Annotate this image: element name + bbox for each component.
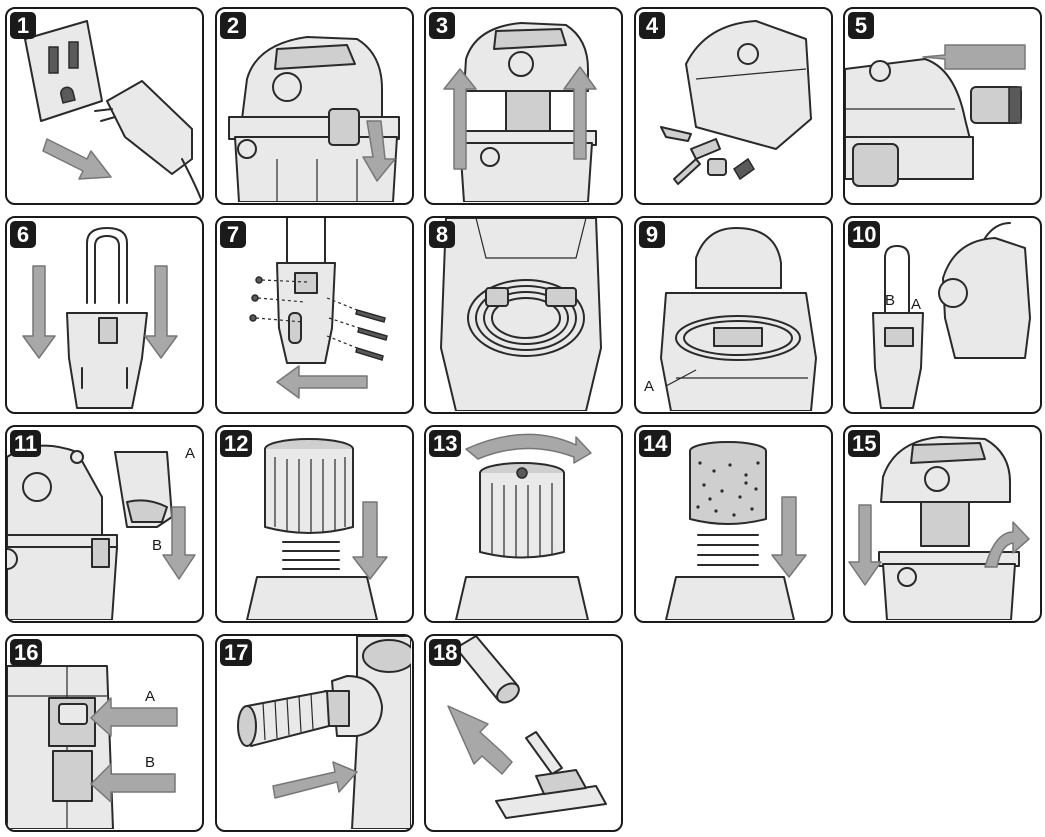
step-number: 15 [848,430,881,457]
step-number: 11 [10,430,42,457]
step-11-panel: 11 A B [5,425,204,623]
callout-a: A [185,445,196,462]
wall-mount-bracket-icon [872,222,1031,409]
step-number: 2 [220,12,246,39]
handle-insert-icon [22,227,178,409]
step-number: 18 [429,639,462,666]
hose-port-insert-icon [7,665,178,829]
step-number: 16 [10,639,43,666]
filter-cap-remove-icon [845,44,1026,187]
step-17-panel: 17 [215,634,414,832]
step-number: 13 [429,430,462,457]
step-9-panel: 9 A [634,216,833,414]
accessories-contents-icon [660,20,812,185]
callout-a: A [644,378,655,395]
step-4-panel: 4 [634,7,833,205]
hose-connect-icon [237,636,411,829]
step-number: 10 [848,221,881,248]
step-number: 12 [220,430,253,457]
filter-cap-twist-icon [455,433,592,620]
step-18-panel: 18 [424,634,623,832]
callout-a: A [145,688,156,705]
step-number: 1 [10,12,36,39]
step-number: 14 [639,430,672,457]
callout-b: B [152,537,163,554]
cord-wrap-icon [440,218,602,411]
powerhead-lift-icon [443,22,597,202]
step-3-panel: 3 [424,7,623,205]
step-7-panel: 7 [215,216,414,414]
step-15-panel: 15 [843,425,1042,623]
step-number: 5 [848,12,874,39]
handle-screws-icon [249,218,388,399]
step-6-panel: 6 [5,216,204,414]
callout-b: B [145,754,156,771]
vacuum-latch-open-icon [228,36,400,202]
step-5-panel: 5 [843,7,1042,205]
floor-nozzle-attach-icon [447,636,607,819]
step-13-panel: 13 [424,425,623,623]
callout-a: A [911,296,922,313]
step-8-panel: 8 [424,216,623,414]
step-16-panel: 16 A B [5,634,204,832]
cartridge-filter-install-icon [246,438,388,620]
step-number: 6 [10,221,36,248]
step-14-panel: 14 [634,425,833,623]
cord-storage-icon [660,227,817,411]
step-number: 3 [429,12,455,39]
step-number: 4 [639,12,665,39]
accessory-caddy-attach-icon [7,444,196,620]
step-number: 9 [639,221,665,248]
step-number: 7 [220,221,246,248]
step-1-panel: 1 [5,7,204,205]
step-number: 17 [220,639,253,666]
powerhead-replace-icon [848,436,1030,620]
callout-b: B [885,292,896,309]
step-10-panel: 10 B A [843,216,1042,414]
step-number: 8 [429,221,455,248]
power-plug-unplug-icon [24,20,201,200]
step-12-panel: 12 [215,425,414,623]
foam-filter-install-icon [665,441,807,620]
step-2-panel: 2 [215,7,414,205]
